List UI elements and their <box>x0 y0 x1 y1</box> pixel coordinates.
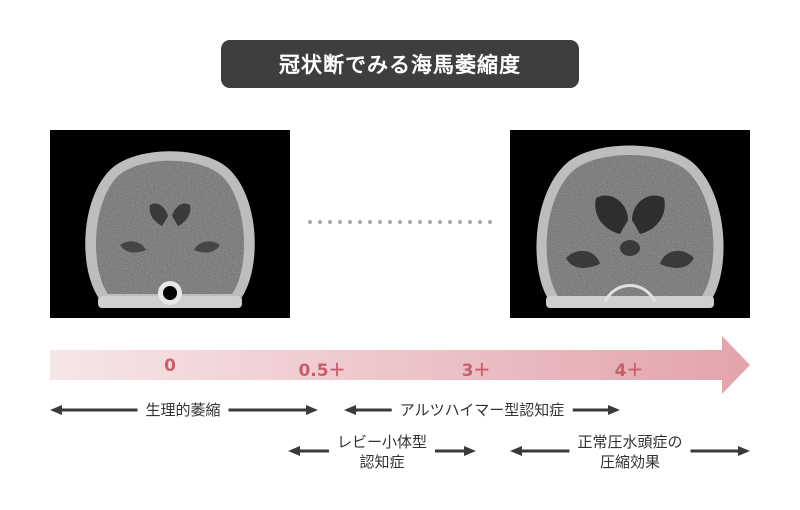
severity-gradient-arrow <box>50 336 750 394</box>
stage-label-0-5: 0.5＋ <box>298 361 346 381</box>
ct-scan-severe-atrophy <box>510 130 750 318</box>
range-label-lewy: レビー小体型 認知症 <box>328 432 436 472</box>
range-label-physiological: 生理的萎縮 <box>137 400 229 420</box>
stage-label-0: 0 <box>164 356 176 376</box>
range-label-nph: 正常圧水頭症の 圧縮効果 <box>569 432 691 472</box>
page-title: 冠状断でみる海馬萎縮度 <box>221 40 579 88</box>
range-label-alzheimer: アルツハイマー型認知症 <box>391 400 573 420</box>
continuation-dots <box>308 220 492 224</box>
stage-label-4: 4＋ <box>614 361 644 381</box>
stage-label-3: 3＋ <box>461 361 491 381</box>
ct-scan-mild-atrophy <box>50 130 290 318</box>
